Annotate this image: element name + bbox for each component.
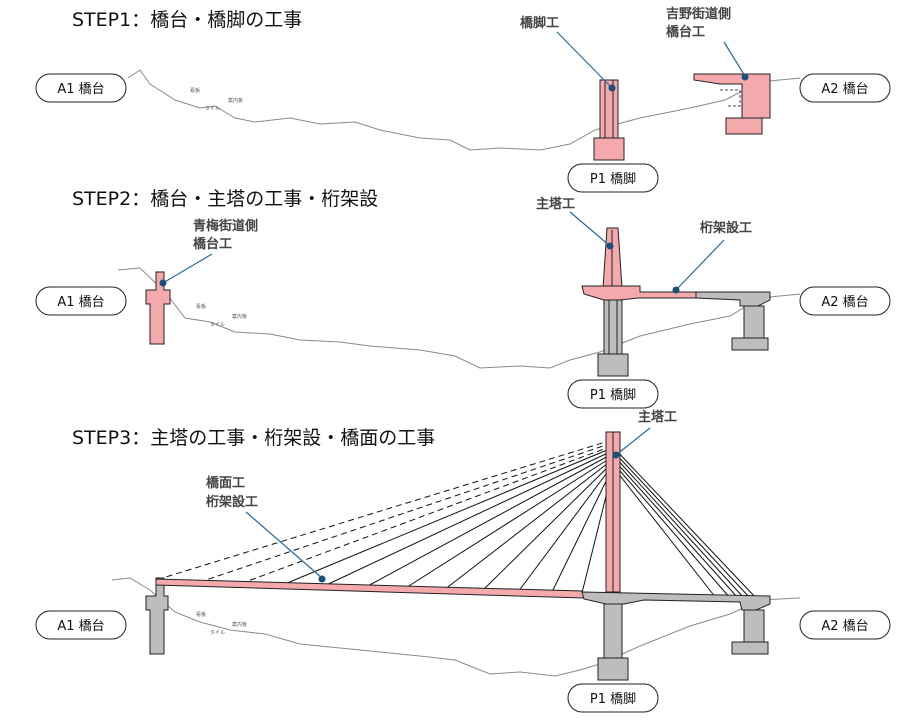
step1-panel: STEP1：橋台・橋脚の工事 看板 タイル 案内板 A1 橋台 A2 橋台 P1… (35, 6, 891, 193)
step1-a2-label: A2 橋台 (821, 82, 868, 97)
step2-sign-label: 看板 (196, 303, 206, 310)
step2-a2-label: A2 橋台 (821, 295, 868, 310)
step3-p1-pill: P1 橋脚 (567, 683, 659, 713)
step2-a1-callout-2: 橋台工 (193, 236, 232, 252)
step3-terrain (111, 577, 801, 677)
step2-tower (602, 227, 623, 289)
step3-tower-callout: 主塔工 (638, 409, 677, 425)
step3-title: STEP3：主塔の工事・桁架設・橋面の工事 (72, 427, 435, 449)
step1-p1-pill: P1 橋脚 (567, 163, 659, 193)
step3-tower-leader (615, 427, 651, 456)
step2-tile-label: タイル (210, 321, 225, 328)
step2-girder-callout: 桁架設工 (700, 220, 752, 236)
step3-deck-grey (581, 591, 771, 611)
step3-a2-label: A2 橋台 (821, 619, 868, 634)
step3-tile-label: タイル (210, 629, 225, 636)
step1-p1-pier (593, 79, 625, 161)
step2-p1-pier (597, 299, 629, 377)
step1-a2-callout-1: 吉野街道側 (666, 6, 731, 22)
step3-guide-label: 案内板 (232, 621, 247, 628)
step1-a2-dot (741, 73, 749, 81)
step3-deck-dot (318, 575, 326, 583)
step3-deck-pink (155, 578, 585, 599)
step1-pier-callout: 橋脚工 (520, 15, 559, 31)
step3-tower-dot (612, 451, 620, 459)
step1-a2-abutment (693, 73, 771, 135)
step1-pier-leader (556, 31, 613, 89)
step2-tower-callout: 主塔工 (536, 196, 575, 212)
step1-title: STEP1：橋台・橋脚の工事 (72, 9, 302, 31)
step1-a2-callout-2: 橋台工 (666, 24, 705, 40)
step1-p1-label: P1 橋脚 (590, 171, 636, 187)
step3-panel: STEP3：主塔の工事・桁架設・橋面の工事 看板 タイル 案内板 A1 橋台 A… (35, 409, 891, 713)
step2-a1-dot (159, 279, 167, 287)
step2-a1-label: A1 橋台 (57, 295, 104, 310)
step1-tile-label: タイル (205, 105, 220, 112)
step1-a1-pill: A1 橋台 (35, 73, 127, 103)
step3-deck-callout-2: 桁架設工 (206, 494, 258, 510)
step3-cables-planned (155, 439, 613, 585)
step3-p1-label: P1 橋脚 (590, 691, 636, 707)
step3-cables-installed (279, 447, 757, 599)
step2-girder-leader (675, 239, 725, 291)
step3-a1-pill: A1 橋台 (35, 610, 127, 640)
step2-a2-pill: A2 橋台 (799, 286, 891, 316)
step3-deck-leader (245, 511, 323, 579)
step2-title: STEP2：橋台・主塔の工事・桁架設 (72, 188, 378, 210)
step1-a2-leader (723, 41, 746, 77)
step3-a1-abutment (145, 577, 169, 655)
step2-panel: STEP2：橋台・主塔の工事・桁架設 看板 タイル 案内板 A1 橋台 A2 橋… (35, 188, 891, 409)
step3-a2-pill: A2 橋台 (799, 610, 891, 640)
step2-tower-dot (606, 242, 614, 250)
step2-p1-pill: P1 橋脚 (567, 379, 659, 409)
step1-a1-label: A1 橋台 (57, 82, 104, 97)
step3-tower (605, 431, 621, 593)
step2-a2-abutment (731, 305, 769, 351)
step2-a1-callout-1: 青梅街道側 (193, 218, 258, 234)
step1-guide-label: 案内板 (228, 97, 243, 104)
step2-a1-abutment (145, 271, 171, 345)
step1-terrain (127, 69, 801, 151)
step3-a1-label: A1 橋台 (57, 619, 104, 634)
step1-pier-dot (608, 84, 616, 92)
step2-girder-dot (672, 286, 680, 294)
step2-terrain (117, 267, 801, 369)
step1-a2-pill: A2 橋台 (799, 73, 891, 103)
step3-p1-pier (597, 603, 629, 681)
step3-a2-abutment (731, 609, 769, 655)
step1-sign-label: 看板 (190, 87, 200, 94)
step2-a1-leader (162, 253, 213, 284)
step3-deck-callout-1: 橋面工 (206, 475, 245, 491)
step2-a1-pill: A1 橋台 (35, 286, 127, 316)
step2-tower-leader (569, 211, 611, 247)
step2-p1-label: P1 橋脚 (590, 387, 636, 403)
step2-guide-label: 案内板 (232, 313, 247, 320)
step3-sign-label: 看板 (196, 611, 206, 618)
